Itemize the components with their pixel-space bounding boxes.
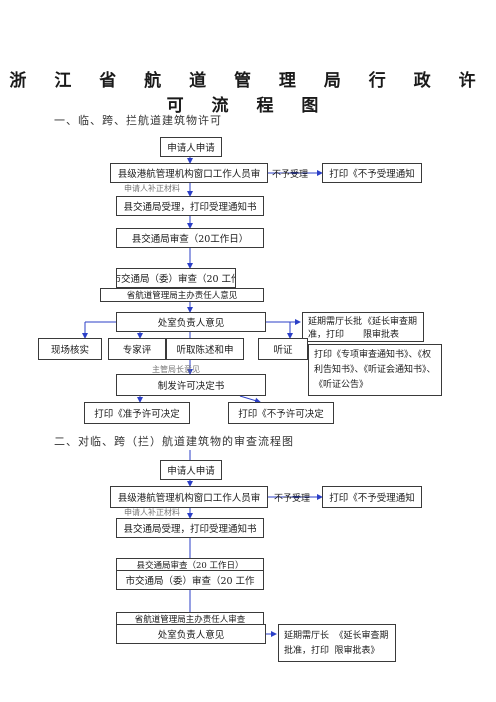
s1-extend-line1: 延期需厅长批准，打印 [308, 317, 363, 340]
s2-window-box: 县级港航管理机构窗口工作人员审 [110, 486, 268, 508]
s1-office-ghost: 主管局长意见 [152, 365, 200, 374]
s1-extend-line2: 《延长审查期限审批表 [363, 317, 418, 340]
s1-window-box: 县级港航管理机构窗口工作人员审 [110, 163, 268, 183]
s1-window-ghost: 申请人补正材料 [124, 184, 180, 193]
s2-reject-print-box: 打印《不予受理通知 [322, 486, 422, 508]
s2-reject-label: 不予受理 [274, 494, 311, 504]
s2-extend-box: 延期需厅长批准，打印 《延长审查期限审批表》 [278, 624, 396, 662]
s2-county-accept-box: 县交通局受理，打印受理通知书 [116, 518, 264, 538]
s1-city-ghost: 省航道管理局主办责任人意见 [100, 288, 264, 302]
s1-county-review-box: 县交通局审查（20工作日） [116, 228, 264, 248]
page-title: 浙 江 省 航 道 管 理 局 行 政 许 可 流 程 图 [9, 71, 487, 116]
s1-county-accept-box: 县交通局受理，打印受理通知书 [116, 196, 264, 216]
s1-decision-box: 制发许可决定书 [116, 374, 266, 396]
s2-city-ghost: 省航道管理局主办责任人审查 [116, 612, 264, 624]
s2-extend-line2: 《延长审查期限审批表》 [334, 631, 389, 656]
s1-expert-box: 专家评 [108, 338, 166, 360]
s1-office-opinion-box: 处室负责人意见 [116, 312, 266, 332]
s2-window-ghost: 申请人补正材料 [124, 508, 180, 517]
section1-heading: 一、临、跨、拦航道建筑物许可 [54, 114, 222, 127]
section2-heading: 二、对临、跨（拦）航道建筑物的审查流程图 [54, 435, 294, 448]
s1-notice-box: 打印《专项审查通知书》、《权利告知书》、《听证会通知书》、《听证公告》 [308, 344, 442, 396]
s2-extend-line1: 延期需厅长批准，打印 [284, 631, 330, 656]
s1-extend-box: 延期需厅长批准，打印 《延长审查期限审批表 [302, 312, 424, 342]
s2-apply-box: 申请人申请 [160, 460, 222, 480]
s1-site-box: 现场核实 [38, 338, 102, 360]
s1-apply-box: 申请人申请 [160, 137, 222, 157]
s1-hearing-box: 听证 [258, 338, 308, 360]
s1-hearing-stmt-box: 听取陈述和申 [166, 338, 244, 360]
s2-office-opinion-box: 处室负责人意见 [116, 624, 266, 644]
s1-city-review-box: 市交通局（委）审查（20 工作 [116, 268, 236, 288]
s1-deny-box: 打印《不予许可决定 [228, 402, 334, 424]
s1-reject-print-box: 打印《不予受理通知 [322, 163, 422, 183]
s2-city-review-box: 市交通局（委）审查（20 工作 [116, 570, 264, 590]
s1-grant-box: 打印《准予许可决定 [84, 402, 190, 424]
s1-reject-label: 不予受理 [272, 170, 309, 180]
s2-county-ghost: 县交通局审查（20 工作日） [116, 558, 264, 570]
